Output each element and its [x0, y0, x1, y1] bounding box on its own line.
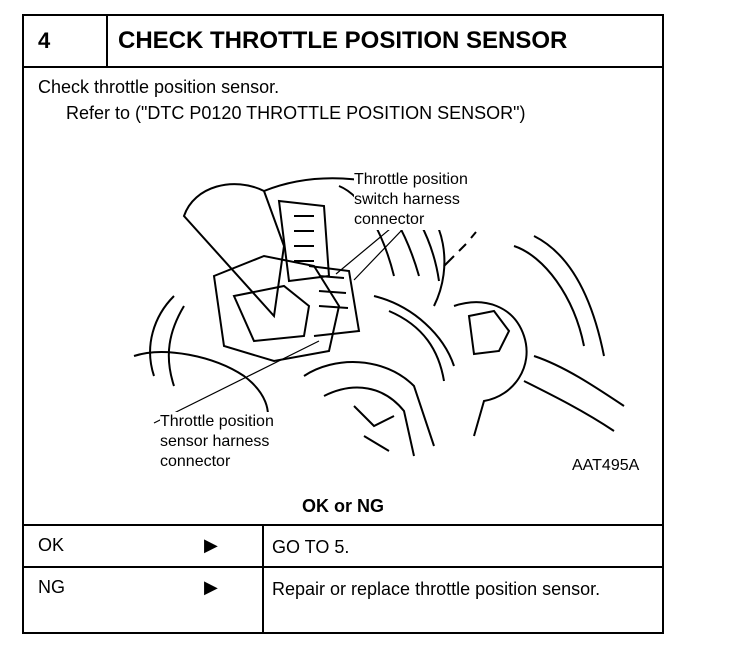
result-row-ok: OK ▶ GO TO 5. — [24, 524, 662, 566]
instruction-text: Check throttle position sensor. Refer to… — [38, 74, 526, 126]
procedure-step-box: 4 CHECK THROTTLE POSITION SENSOR Check t… — [22, 14, 664, 634]
instruction-line-1: Check throttle position sensor. — [38, 77, 280, 97]
result-ok: OK — [38, 535, 65, 555]
switch-connector-label-line-2: switch harness — [354, 191, 460, 208]
step-header: 4 CHECK THROTTLE POSITION SENSOR — [24, 16, 662, 68]
switch-connector-label-line-1: Throttle position — [354, 171, 468, 188]
result-ng: NG — [38, 577, 65, 597]
step-title: CHECK THROTTLE POSITION SENSOR — [118, 27, 568, 54]
step-number: 4 — [24, 16, 108, 66]
result-row-ng: NG ▶ Repair or replace throttle position… — [24, 566, 662, 634]
result-heading: OK or NG — [301, 496, 384, 516]
switch-connector-label: Throttle position switch harness connect… — [354, 170, 468, 230]
arrow-icon: ▶ — [204, 535, 218, 555]
engine-drawing — [133, 177, 625, 457]
action-ok: GO TO 5. — [272, 537, 350, 557]
sensor-connector-label-line-1: Throttle position — [160, 413, 274, 430]
switch-connector-label-line-3: connector — [354, 211, 425, 228]
action-ng: Repair or replace throttle position sens… — [272, 579, 601, 599]
engine-illustration: Throttle position switch harness connect… — [114, 156, 654, 486]
sensor-connector-label: Throttle position sensor harness connect… — [160, 412, 274, 472]
arrow-icon: ▶ — [204, 577, 218, 597]
figure-code: AAT495A — [572, 456, 640, 476]
instruction-line-2: Refer to ("DTC P0120 THROTTLE POSITION S… — [66, 103, 526, 123]
sensor-connector-label-line-2: sensor harness — [160, 433, 270, 450]
column-divider — [262, 526, 264, 566]
column-divider — [262, 568, 264, 634]
sensor-connector-label-line-3: connector — [160, 453, 231, 470]
